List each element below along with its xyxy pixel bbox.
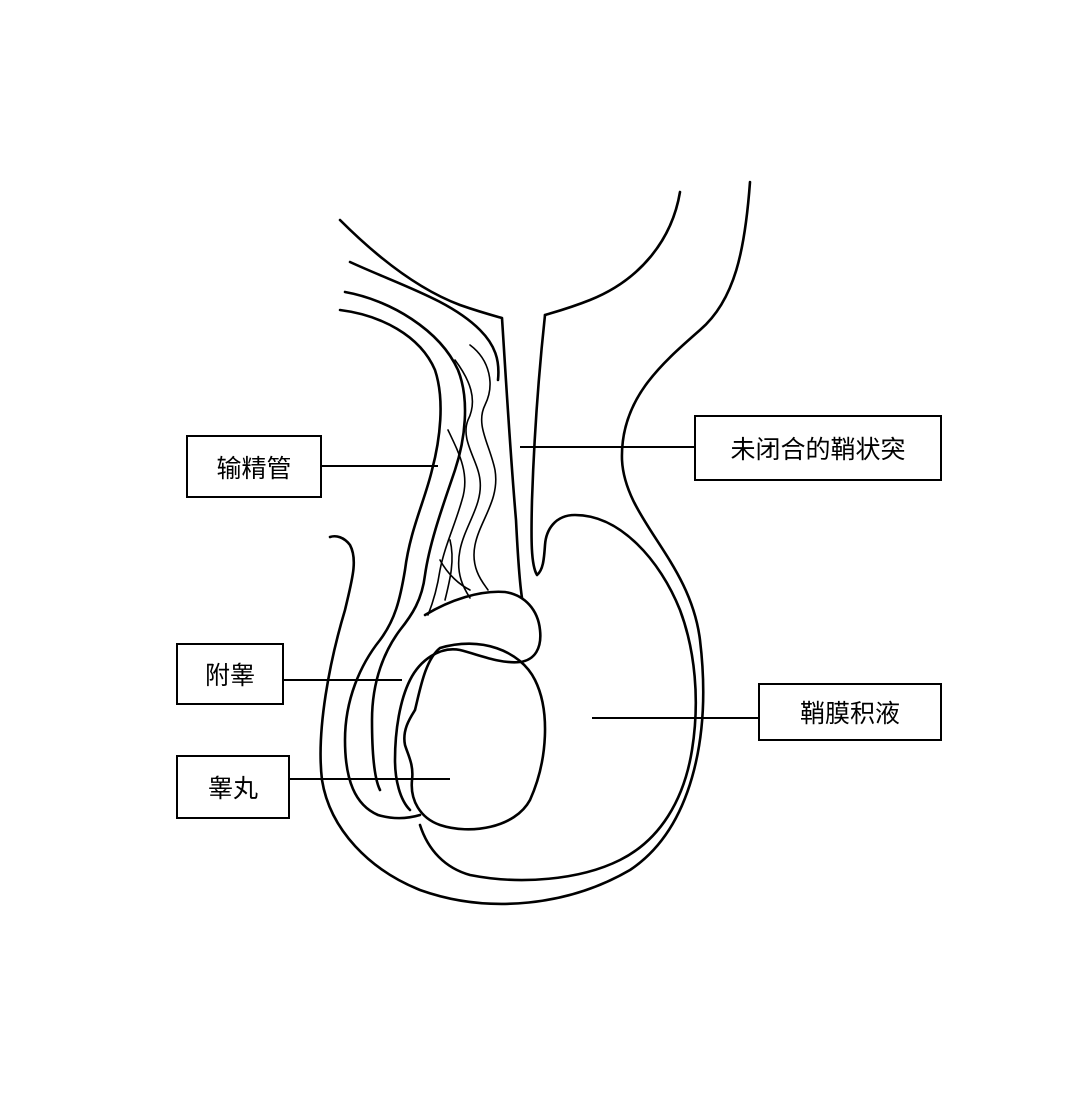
upper-right-contour (543, 190, 682, 317)
spermatic-cord-inner-left (343, 290, 467, 792)
epididymis-shape (393, 590, 542, 812)
abdominal-wall-contour (338, 218, 524, 600)
label-hydrocele: 鞘膜积液 (758, 683, 942, 741)
vas-deferens-tube-4 (439, 539, 471, 601)
label-patent-processus-vaginalis: 未闭合的鞘状突 (694, 415, 942, 481)
cord-line-top (348, 260, 500, 382)
label-testis: 睾丸 (176, 755, 290, 819)
processus-vaginalis (418, 313, 698, 882)
label-vas-deferens: 输精管 (186, 435, 322, 498)
label-epididymis: 附睾 (176, 643, 284, 705)
vas-deferens-tube-2 (454, 359, 482, 599)
vas-deferens-tube-3 (427, 429, 466, 616)
vas-deferens-tube (469, 344, 497, 591)
scrotal-wall-outer (319, 180, 752, 906)
testis-shape (403, 642, 547, 831)
spermatic-cord-outer-left (338, 308, 442, 820)
